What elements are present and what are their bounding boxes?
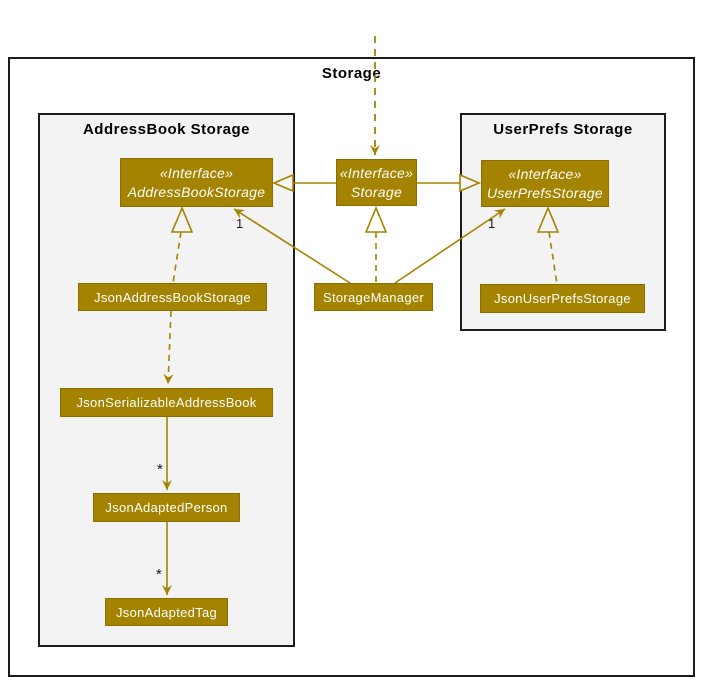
- class-userprefsstorage-interface: «Interface» UserPrefsStorage: [481, 160, 609, 207]
- class-jsonaddressbookstorage: JsonAddressBookStorage: [78, 283, 267, 311]
- class-jsonserializableaddressbook: JsonSerializableAddressBook: [60, 388, 273, 417]
- class-name: StorageManager: [322, 289, 425, 305]
- multiplicity-serializableaddressbook-adaptedperson: *: [157, 461, 163, 478]
- class-name: Storage: [350, 183, 403, 200]
- class-storagemanager: StorageManager: [314, 283, 433, 311]
- class-name: AddressBookStorage: [127, 183, 266, 200]
- stereotype-label: «Interface»: [159, 164, 234, 181]
- class-name: JsonUserPrefsStorage: [494, 291, 631, 306]
- storage-frame-title: Storage: [321, 65, 382, 82]
- stereotype-label: «Interface»: [339, 164, 414, 181]
- class-jsonadaptedperson: JsonAdaptedPerson: [93, 493, 240, 522]
- stereotype-label: «Interface»: [508, 165, 582, 182]
- userprefs-storage-frame-title: UserPrefs Storage: [493, 121, 633, 138]
- multiplicity-storagemanager-addressbookstorage: 1: [236, 216, 244, 231]
- multiplicity-storagemanager-userprefsstorage: 1: [488, 216, 496, 231]
- class-name: JsonAddressBookStorage: [94, 289, 251, 305]
- class-jsonuserprefsstorage: JsonUserPrefsStorage: [480, 284, 645, 313]
- class-addressbookstorage-interface: «Interface» AddressBookStorage: [120, 158, 273, 207]
- class-name: JsonSerializableAddressBook: [76, 395, 257, 410]
- class-name: JsonAdaptedPerson: [105, 500, 228, 515]
- class-name: UserPrefsStorage: [486, 184, 604, 201]
- multiplicity-adaptedperson-adaptedtag: *: [156, 566, 162, 583]
- class-storage-interface: «Interface» Storage: [336, 159, 417, 206]
- class-name: JsonAdaptedTag: [115, 604, 218, 620]
- class-jsonadaptedtag: JsonAdaptedTag: [105, 598, 228, 626]
- addressbook-storage-frame-title: AddressBook Storage: [82, 121, 251, 138]
